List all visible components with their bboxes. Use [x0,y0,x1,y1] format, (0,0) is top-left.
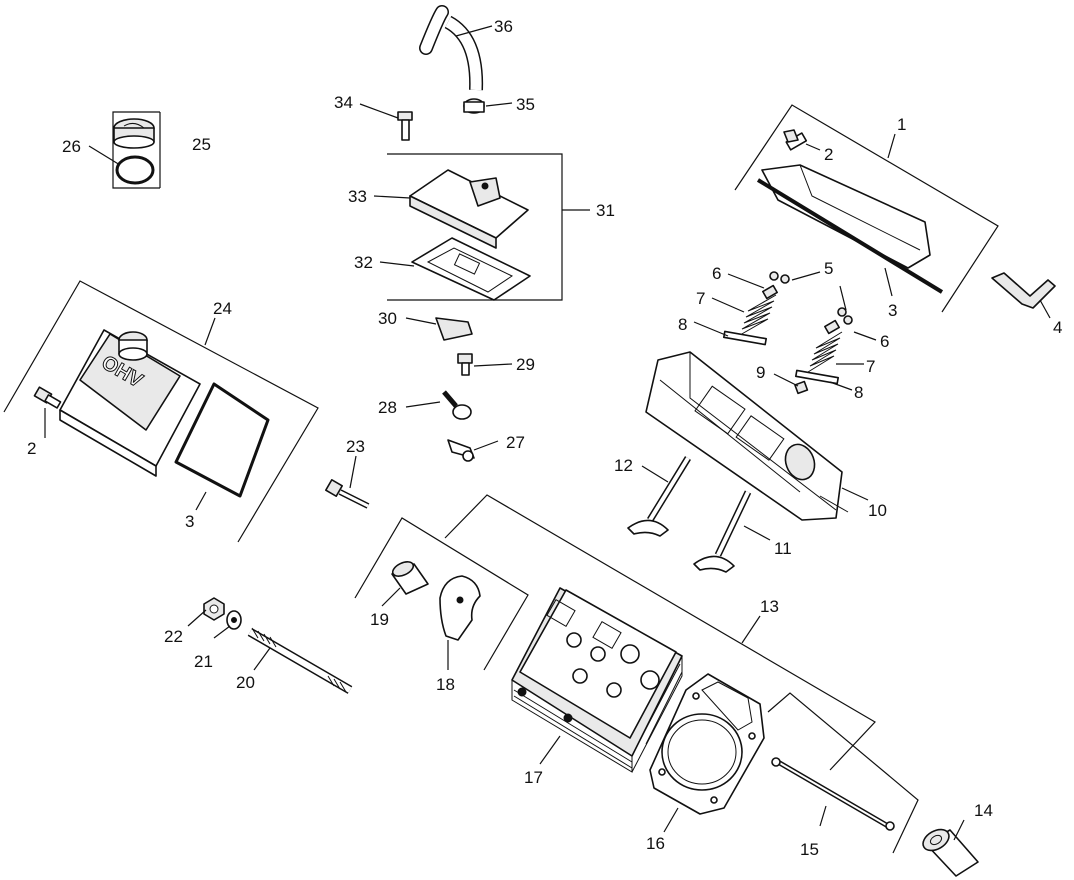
callout-6-right: 6 [880,332,889,351]
callout-32: 32 [354,253,373,272]
part-lifter-14 [922,828,979,877]
group-bracket-18 [354,517,529,671]
part-breather-cover-33 [409,169,529,249]
callout-7-right: 7 [866,357,875,376]
part-rocker-housing-10 [645,351,849,521]
part-head-gasket-16 [649,673,765,815]
part-screw-29 [457,353,473,376]
callout-6-top: 6 [712,264,721,283]
part-breather-tube-36 [419,5,484,91]
callout-labels: 1 2 3 4 5 6 6 7 7 8 8 9 10 11 12 13 14 1… [27,17,1062,859]
callout-33: 33 [348,187,367,206]
callout-20: 20 [236,673,255,692]
callout-15: 15 [800,840,819,859]
callout-16: 16 [646,834,665,853]
part-bolt-2-left [33,386,62,409]
part-pushrod-15 [771,757,895,831]
callout-21: 21 [194,652,213,671]
callout-10: 10 [868,501,887,520]
callout-23: 23 [346,437,365,456]
callout-7-top: 7 [696,289,705,308]
group-bracket-25 [112,111,161,189]
part-clamp-35 [463,98,485,114]
callout-4: 4 [1053,318,1062,337]
callout-12: 12 [614,456,633,475]
callout-14: 14 [974,801,993,820]
callout-3-left: 3 [185,512,194,531]
callout-31: 31 [596,201,615,220]
part-oil-cap-25 [113,118,155,149]
part-terminal-27 [447,439,475,462]
part-pad-30 [435,317,473,341]
part-bracket-4 [991,272,1056,309]
callout-26: 26 [62,137,81,156]
part-valve-12 [627,456,691,537]
callout-36: 36 [494,17,513,36]
callout-13: 13 [760,597,779,616]
part-rocker-arm-18 [439,575,481,641]
callout-11: 11 [774,539,792,558]
callout-3-right: 3 [888,301,897,320]
callout-8-top: 8 [678,315,687,334]
part-bolt-23 [325,479,370,509]
part-oring-26 [115,155,155,185]
part-nut-22 [203,597,225,621]
callout-1: 1 [897,115,906,134]
group-bracket-15 [767,692,919,854]
group-bracket-1 [734,104,999,313]
part-breather-gasket-32 [411,237,531,301]
group-bracket-24 [3,280,319,543]
callout-24: 24 [213,299,232,318]
callout-17: 17 [524,768,543,787]
callout-29: 29 [516,355,535,374]
callout-25: 25 [192,135,211,154]
callout-8-right: 8 [854,383,863,402]
part-valve-11 [693,490,752,573]
callout-35: 35 [516,95,535,114]
callout-34: 34 [334,93,353,112]
part-stud-20 [247,627,353,694]
callout-2-left: 2 [27,439,36,458]
part-valve-cover-gasket-3 [174,382,270,498]
part-bolt-2-top [783,129,808,151]
part-rocker-plate [756,164,944,294]
callout-18: 18 [436,675,455,694]
part-cylinder-head-17 [511,587,683,773]
part-spring-left [722,271,790,346]
group-bracket-31 [387,153,590,301]
part-bolt-34 [397,111,413,141]
part-washer-21 [226,610,242,630]
callout-5-top: 5 [824,259,833,278]
part-tappet-19 [391,561,429,595]
part-terminal-28 [442,390,472,420]
callout-9: 9 [756,363,765,382]
callout-27: 27 [506,433,525,452]
callout-30: 30 [378,309,397,328]
leader-lines [44,25,1051,841]
part-valve-cover-24: OHV [59,329,201,477]
part-spring-right [794,307,853,395]
callout-2-top: 2 [824,145,833,164]
callout-22: 22 [164,627,183,646]
callout-19: 19 [370,610,389,629]
callout-28: 28 [378,398,397,417]
